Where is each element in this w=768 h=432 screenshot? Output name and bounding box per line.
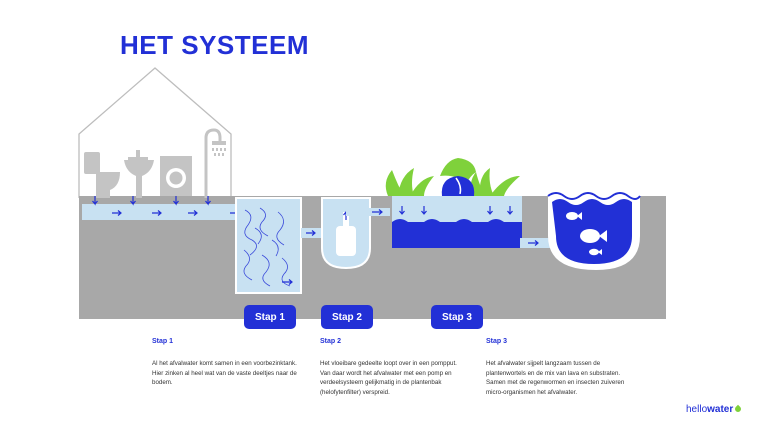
step-3-button[interactable]: Stap 3	[431, 305, 483, 329]
toilet-icon	[84, 152, 120, 198]
settling-tank	[235, 197, 302, 294]
step-2-text: Het vloeibare gedeelte loopt over in een…	[320, 360, 457, 396]
step-3-text: Het afvalwater sijpelt langzaam tussen d…	[486, 360, 625, 396]
step-3-description: Stap 3 Het afvalwater sijpelt langzaam t…	[486, 338, 634, 397]
step-2-description: Stap 2 Het vloeibare gedeelte loopt over…	[320, 338, 468, 397]
step-1-text: Al het afvalwater komt samen in een voor…	[152, 360, 297, 386]
drop-icon	[734, 404, 743, 414]
step-1-description: Stap 1 Al het afvalwater komt samen in e…	[152, 338, 300, 388]
fish-icon	[566, 212, 607, 256]
logo-part2: water	[707, 404, 734, 415]
washing-machine-icon	[160, 156, 192, 196]
step-3-heading: Stap 3	[486, 338, 508, 345]
page-title: HET SYSTEEM	[120, 30, 309, 60]
plant-bulb	[441, 176, 475, 196]
step-1-heading: Stap 1	[152, 338, 174, 345]
sink-icon	[124, 150, 154, 198]
plants-icon	[385, 158, 520, 196]
step-1-button[interactable]: Stap 1	[244, 305, 296, 329]
logo-part1: hello	[686, 404, 708, 415]
step-2-button[interactable]: Stap 2	[321, 305, 373, 329]
drain-pipe	[82, 204, 242, 220]
plant-bed	[392, 196, 522, 248]
step-2-heading: Stap 2	[320, 338, 342, 345]
hellowater-logo: hellowater	[686, 404, 743, 415]
house-outline	[78, 67, 232, 198]
pipe-down-arrows	[92, 196, 211, 206]
shower-icon	[204, 128, 226, 198]
